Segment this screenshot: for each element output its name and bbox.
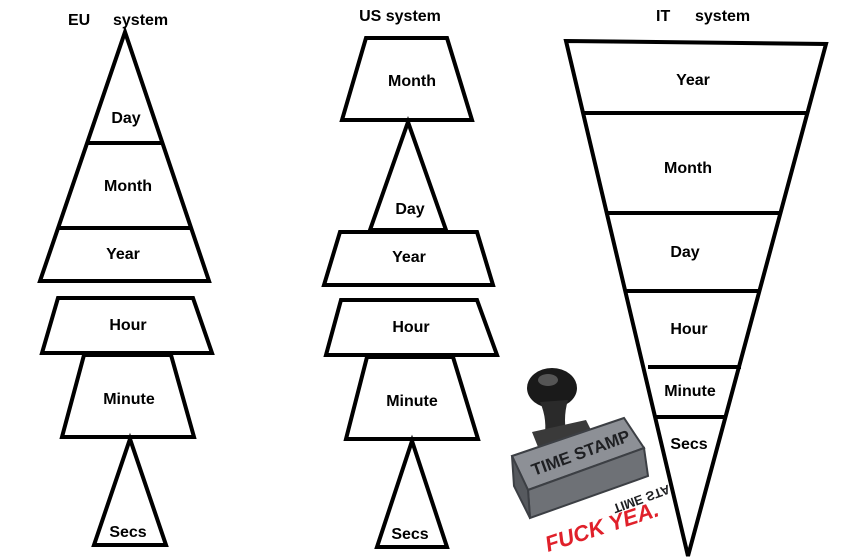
it-label-secs: Secs	[670, 436, 707, 453]
it-system: IT system Year Month Day Hour Minute Sec…	[563, 8, 829, 557]
eu-label-day: Day	[111, 110, 140, 127]
it-label-hour: Hour	[670, 321, 707, 338]
it-header-word: system	[695, 8, 750, 25]
it-label-day: Day	[670, 244, 699, 261]
eu-header-word: system	[113, 12, 168, 29]
eu-label-secs: Secs	[109, 524, 146, 541]
it-label-minute: Minute	[664, 383, 716, 400]
eu-label-year: Year	[106, 246, 140, 263]
eu-minute-box	[59, 353, 197, 439]
us-label-minute: Minute	[386, 393, 438, 410]
it-label-month: Month	[664, 160, 712, 177]
us-label-secs: Secs	[391, 526, 428, 543]
us-secs-triangle	[374, 434, 450, 549]
us-label-day: Day	[395, 201, 424, 218]
eu-label-minute: Minute	[103, 391, 155, 408]
us-minute-box	[343, 355, 481, 441]
eu-date-triangle	[37, 25, 212, 283]
us-system: US system Month Day Year Hour Minute Sec…	[321, 8, 500, 549]
it-header-prefix: IT	[656, 8, 670, 25]
us-label-month: Month	[388, 73, 436, 90]
eu-label-hour: Hour	[109, 317, 146, 334]
eu-secs-triangle	[91, 432, 169, 547]
it-label-year: Year	[676, 72, 710, 89]
us-label-hour: Hour	[392, 319, 429, 336]
us-month-box	[339, 36, 475, 122]
us-label-year: Year	[392, 249, 426, 266]
us-year-box	[321, 230, 496, 287]
us-header: US system	[359, 8, 441, 25]
it-inverted-triangle	[563, 38, 829, 557]
stamp-body-end	[511, 455, 531, 519]
eu-label-month: Month	[104, 178, 152, 195]
eu-system: EU system Day Month Year Hour Minute Sec…	[37, 12, 215, 547]
eu-header-prefix: EU	[68, 12, 90, 29]
us-hour-box	[323, 298, 500, 357]
stamp-handle-highlight	[538, 374, 558, 386]
eu-hour-box	[39, 296, 215, 355]
